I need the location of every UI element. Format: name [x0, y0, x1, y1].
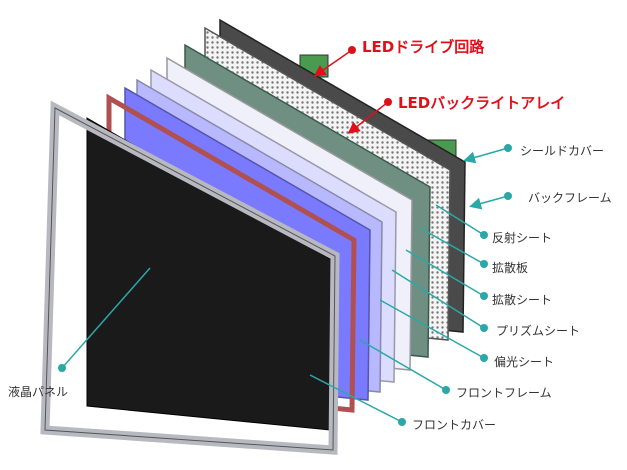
- callout-dot-prism-sheet: [480, 324, 488, 332]
- label-led-driver: LEDドライブ回路: [362, 38, 485, 56]
- label-reflector: 反射シート: [492, 231, 553, 245]
- label-shield-cover: シールドカバー: [520, 144, 605, 158]
- label-back-frame: バックフレーム: [528, 191, 612, 205]
- label-lcd-panel: 液晶パネル: [8, 385, 69, 399]
- callout-dot-diffuser-sheet: [480, 292, 488, 300]
- callout-line-lcd-panel: [61, 267, 151, 369]
- callout-line-diffuser-plate: [419, 227, 485, 265]
- callout-line-diffuser-sheet: [405, 249, 485, 297]
- callout-dot-back-frame: [504, 192, 512, 200]
- label-polarizer: 偏光シート: [494, 355, 555, 369]
- callout-dot-lcd-panel: [58, 364, 66, 372]
- label-front-frame: フロントフレーム: [456, 386, 552, 400]
- callout-led-array: [347, 101, 389, 134]
- callout-line-prism-sheet: [391, 269, 485, 329]
- callout-dot-led-driver: [348, 46, 356, 54]
- label-led-array: LEDバックライトアレイ: [398, 94, 566, 112]
- callout-dot-led-array: [384, 98, 392, 106]
- label-diffuser-sheet: 拡散シート: [492, 293, 553, 307]
- callout-dot-shield-cover: [504, 144, 512, 152]
- callout-line-front-frame: [359, 339, 447, 391]
- callout-line-front-cover: [309, 374, 403, 423]
- callout-dot-front-frame: [442, 386, 450, 394]
- label-front-cover: フロントカバー: [412, 418, 497, 432]
- label-diffuser-plate: 拡散板: [492, 261, 529, 275]
- label-prism-sheet: プリズムシート: [496, 324, 581, 338]
- callout-dot-front-cover: [398, 418, 406, 426]
- callout-dot-diffuser-plate: [480, 260, 488, 268]
- callout-line-reflector: [435, 204, 485, 236]
- callout-line-polarizer: [379, 299, 485, 359]
- callout-led-driver: [313, 49, 353, 77]
- callout-dot-polarizer: [480, 354, 488, 362]
- callout-dot-reflector: [480, 231, 488, 239]
- callout-line-shield-cover: [463, 147, 509, 164]
- callout-line-back-frame: [469, 195, 509, 210]
- front-cover-edge: [44, 107, 336, 451]
